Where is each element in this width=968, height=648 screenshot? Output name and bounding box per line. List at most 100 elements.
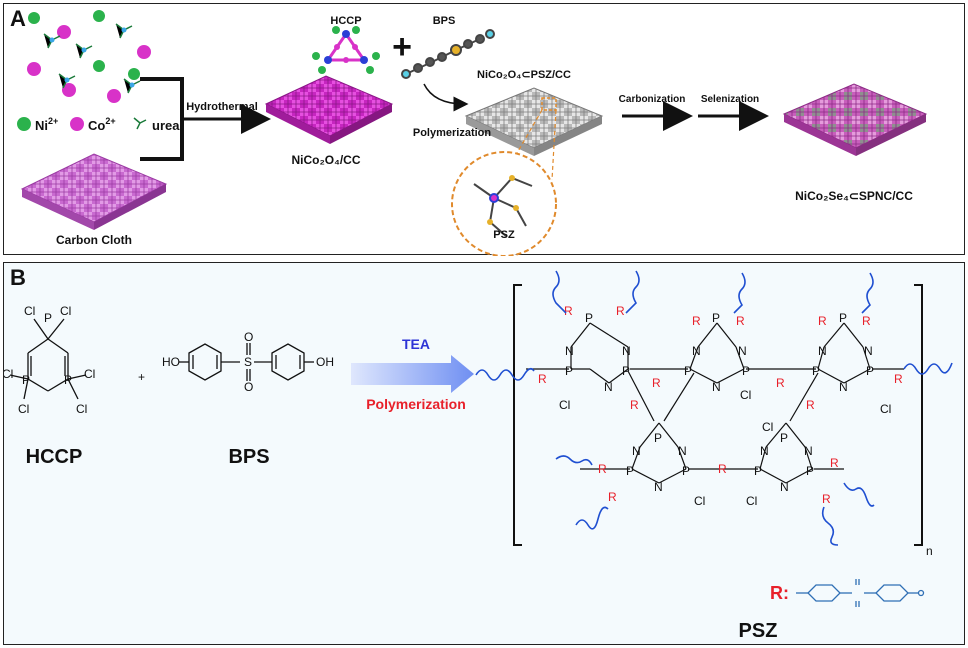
panel-a-diagram: Ni2+ Co2+ urea Carbon Cloth Hydrothermal… [17,10,928,256]
selenization-label: Selenization [701,94,759,105]
svg-text:R: R [736,314,745,328]
precursor-ions [27,10,151,103]
psz-label-a: PSZ [493,229,515,241]
plus-sign-b: + [138,370,145,384]
svg-text:P: P [654,431,662,445]
ni-legend-dot [17,117,31,131]
svg-text:N: N [622,344,631,358]
psz-atoms: P N N P P N Cl P N N P P N Cl P N N P P … [559,311,891,508]
bps-o-top: O [244,330,253,344]
psz-ring-5 [759,422,813,484]
hccp-p-top: P [44,311,52,325]
bps-molecule-icon [401,29,495,79]
bps-label-b: BPS [228,446,269,468]
svg-text:R: R [830,456,839,470]
svg-text:N: N [692,344,701,358]
hccp-cl-3: Cl [4,367,13,381]
hccp-structure [9,318,87,400]
tea-label: TEA [402,336,430,352]
svg-text:P: P [682,464,690,478]
svg-text:P: P [742,364,750,378]
r-group-structure [796,579,925,607]
svg-text:P: P [812,364,820,378]
nico2o4-cc-label: NiCo₂O₄/CC [291,153,360,167]
svg-text:N: N [565,344,574,358]
tea-arrow [351,355,474,393]
svg-text:P: P [712,311,720,325]
polymerization-label-b: Polymerization [366,396,466,412]
svg-text:R: R [776,376,785,390]
bps-structure [179,343,314,381]
svg-text:R: R [718,462,727,476]
panel-a: A [3,3,965,256]
svg-text:Cl: Cl [762,420,773,434]
svg-text:R: R [822,492,831,506]
hccp-label-a: HCCP [330,15,361,27]
svg-text:R: R [652,376,661,390]
hccp-cl-4: Cl [18,402,29,416]
hccp-label-b: HCCP [26,446,83,468]
svg-text:N: N [780,480,789,494]
svg-text:Cl: Cl [694,494,705,508]
svg-text:P: P [565,364,573,378]
svg-text:P: P [866,364,874,378]
psz-links [526,368,904,470]
svg-text:Co2+: Co2+ [88,116,116,133]
bps-s: S [244,355,252,369]
bracket-right [914,284,923,546]
svg-text:N: N [804,444,813,458]
r-legend-label: R: [770,583,789,603]
nico2o4-psz-cloth-image [464,87,604,156]
carbon-cloth-image [20,153,168,230]
panel-b: B P Cl Cl P P Cl Cl Cl Cl HCCP + [3,262,965,645]
hccp-cl-1: Cl [24,304,35,318]
n-subscript: n [926,544,933,558]
polymerization-label-a: Polymerization [413,127,492,139]
psz-ring-4 [631,422,687,484]
svg-text:R: R [608,490,617,504]
svg-text:N: N [712,380,721,394]
svg-text:R: R [818,314,827,328]
svg-text:N: N [604,380,613,394]
svg-text:N: N [632,444,641,458]
svg-text:P: P [754,464,762,478]
svg-text:P: P [780,431,788,445]
svg-text:R: R [630,398,639,412]
svg-text:N: N [678,444,687,458]
svg-text:R: R [616,304,625,318]
nico2o4-cloth-image [264,75,394,144]
panel-a-letter: A [10,6,26,31]
svg-text:R: R [806,398,815,412]
panel-b-letter: B [10,265,26,290]
svg-text:N: N [818,344,827,358]
svg-text:P: P [622,364,630,378]
bps-oh: OH [316,355,334,369]
final-product-label: NiCo₂Se₄⊂SPNC/CC [795,189,913,203]
psz-ring-3 [817,322,871,384]
svg-text:R: R [692,314,701,328]
hccp-cl-2: Cl [60,304,71,318]
svg-text:Ni2+: Ni2+ [35,116,58,133]
svg-text:R: R [538,372,547,386]
hccp-cl-6: Cl [76,402,87,416]
svg-text:P: P [626,464,634,478]
panel-b-diagram: P Cl Cl P P Cl Cl Cl Cl HCCP + HO S O O … [4,270,953,642]
polymer-chains [475,270,953,546]
svg-text:N: N [760,444,769,458]
svg-text:R: R [862,314,871,328]
svg-text:N: N [839,380,848,394]
svg-text:Cl: Cl [559,398,570,412]
svg-text:R: R [598,462,607,476]
svg-text:Cl: Cl [740,388,751,402]
psz-label-b: PSZ [739,620,778,642]
bps-label-a: BPS [433,15,456,27]
hccp-cl-5: Cl [84,367,95,381]
svg-text:N: N [864,344,873,358]
nico2o4-psz-cc-label: NiCo₂O₄⊂PSZ/CC [477,69,571,81]
svg-text:R: R [564,304,573,318]
svg-text:R: R [894,372,903,386]
plus-sign-a: + [392,28,412,66]
svg-text:N: N [738,344,747,358]
carbonization-label: Carbonization [619,94,686,105]
hccp-molecule-icon [312,26,380,74]
